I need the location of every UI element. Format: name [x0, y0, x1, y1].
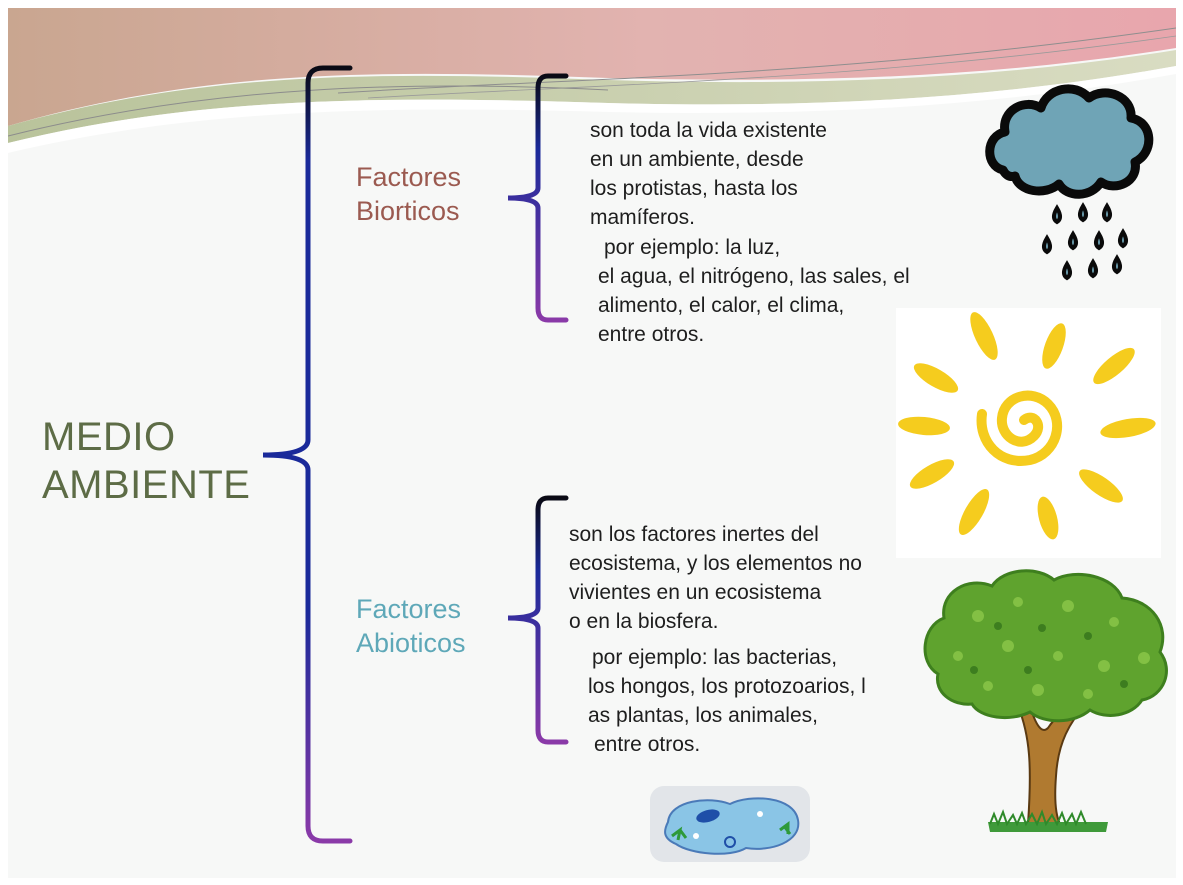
biotic-label-line: Factores: [356, 162, 462, 192]
biotic-label-line: Biorticos: [356, 196, 460, 226]
biotic-example-line: entre otros.: [598, 323, 705, 346]
biotic-example-line: alimento, el calor, el clima,: [598, 294, 845, 317]
abiotic-label-line: Factores: [356, 594, 462, 624]
biotic-description: son toda la vida existente en un ambient…: [590, 116, 827, 232]
biotic-factors-label: Factores Biorticos: [356, 160, 461, 228]
biotic-bracket: [507, 73, 569, 323]
biotic-description-line: en un ambiente, desde: [590, 148, 804, 171]
abiotic-example-line: entre otros.: [594, 733, 701, 756]
abiotic-description-line: ecosistema, y los elementos no: [569, 552, 862, 575]
abiotic-bracket: [507, 495, 569, 745]
abiotic-description-line: o en la biosfera.: [569, 610, 719, 633]
main-title-line: MEDIO: [42, 415, 176, 459]
rain-cloud-icon: [985, 84, 1154, 281]
abiotic-factors-label: Factores Abioticos: [356, 592, 466, 660]
brackets-layer: [262, 65, 569, 844]
main-bracket: [262, 65, 353, 844]
biotic-examples: por ejemplo: la luz, el agua, el nitróge…: [598, 233, 910, 349]
slide: MEDIO AMBIENTE Factores Biorticos Factor…: [8, 8, 1176, 878]
abiotic-label-line: Abioticos: [356, 628, 466, 658]
tree-icon: [923, 569, 1168, 832]
biotic-example-line: el agua, el nitrógeno, las sales, el: [598, 265, 910, 288]
biotic-description-line: son toda la vida existente: [590, 119, 827, 142]
top-wave-decoration: [8, 8, 1176, 153]
abiotic-examples: por ejemplo: las bacterias, los hongos, …: [588, 643, 866, 759]
abiotic-example-line: as plantas, los animales,: [588, 704, 818, 727]
abiotic-description-line: son los factores inertes del: [569, 523, 819, 546]
biotic-description-line: los protistas, hasta los: [590, 177, 798, 200]
abiotic-example-line: por ejemplo: las bacterias,: [592, 646, 838, 669]
abiotic-description-line: vivientes en un ecosistema: [569, 581, 822, 604]
protozoa-icon: [650, 786, 810, 862]
main-title: MEDIO AMBIENTE: [42, 413, 250, 509]
sun-icon: [896, 308, 1161, 558]
biotic-example-line: por ejemplo: la luz,: [604, 236, 781, 259]
main-title-line: AMBIENTE: [42, 463, 251, 507]
abiotic-description: son los factores inertes del ecosistema,…: [569, 520, 862, 636]
abiotic-example-line: los hongos, los protozoarios, l: [588, 675, 866, 698]
biotic-description-line: mamíferos.: [590, 206, 696, 229]
